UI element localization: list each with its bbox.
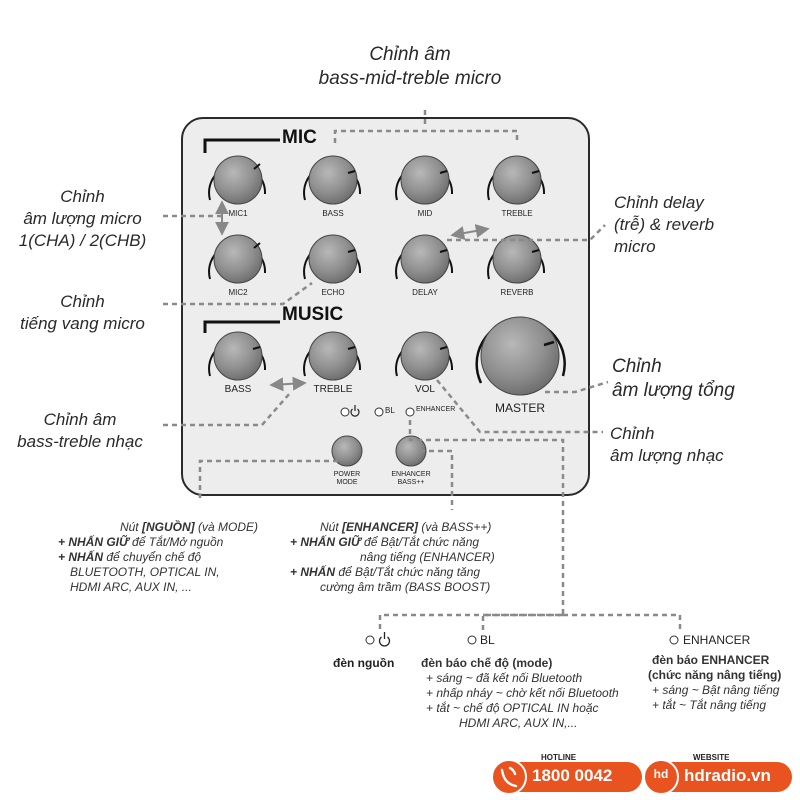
power-icon xyxy=(350,405,360,417)
connector-lines xyxy=(163,110,682,630)
knob-echo[interactable] xyxy=(303,234,362,284)
led-enhancer-indicator xyxy=(405,407,415,417)
knob-music-treble[interactable] xyxy=(303,331,362,381)
callout-music-volume: Chỉnh âm lượng nhạc xyxy=(610,424,724,465)
label-music-bass: BASS xyxy=(224,384,252,395)
label-echo: ECHO xyxy=(321,288,345,297)
label-master: MASTER xyxy=(494,401,545,415)
label-music-vol: VOL xyxy=(414,384,435,395)
enhancer-button-label: ENHANCER BASS++ xyxy=(391,471,431,486)
enhancer-button-note: Nút [ENHANCER] (và BASS++) + NHẤN GIỮ để… xyxy=(290,520,495,594)
knob-mic-bass[interactable] xyxy=(303,155,362,205)
knob-mic-treble[interactable] xyxy=(487,155,546,205)
callout-mic-volume: Chỉnh âm lượng micro 1(CHA) / 2(CHB) xyxy=(18,187,147,250)
hotline-number[interactable]: 1800 0042 xyxy=(532,766,613,785)
mic-section-bracket xyxy=(203,138,280,153)
music-section-bracket xyxy=(203,320,280,333)
label-mic2: MIC2 xyxy=(228,288,248,297)
callout-delay-reverb: Chỉnh delay (trễ) & reverb micro xyxy=(614,193,715,256)
knob-mic-mid[interactable] xyxy=(395,155,454,205)
label-mic-mid: MID xyxy=(417,209,433,218)
label-mic1: MIC1 xyxy=(228,209,248,218)
music-section-title: MUSIC xyxy=(282,304,344,325)
label-delay: DELAY xyxy=(412,288,438,297)
led-bl-indicator xyxy=(374,407,384,417)
power-button-note: Nút [NGUỒN] (và MODE) + NHẤN GIỮ để Tắt/… xyxy=(58,520,258,594)
legend-enhancer-label: ENHANCER xyxy=(683,633,751,647)
knob-mic1[interactable] xyxy=(208,155,267,205)
label-music-treble: TREBLE xyxy=(313,384,353,395)
mic-section-title: MIC xyxy=(282,127,317,148)
enhancer-bass-button[interactable] xyxy=(395,435,427,467)
legend-mode-block: đèn báo chế độ (mode) + sáng ~ đã kết nố… xyxy=(421,656,619,730)
panel-led-bl-label: BL xyxy=(385,406,395,415)
adjust-arrows xyxy=(215,200,490,392)
knob-mic2[interactable] xyxy=(208,234,267,284)
hotline-label: HOTLINE xyxy=(538,753,580,762)
legend-power-title: đèn nguồn xyxy=(333,656,395,670)
power-mode-button[interactable] xyxy=(331,435,363,467)
knob-music-vol[interactable] xyxy=(395,331,454,381)
callout-echo: Chỉnh tiếng vang micro xyxy=(20,292,145,333)
panel-led-enhancer-label: ENHANCER xyxy=(416,406,456,413)
callout-mic-eq: Chỉnh âm bass-mid-treble micro xyxy=(318,44,502,89)
legend-enhancer-block: đèn báo ENHANCER (chức năng nâng tiếng) … xyxy=(648,653,782,712)
hd-logo-icon: hd xyxy=(653,767,669,781)
power-button-label: POWER MODE xyxy=(333,471,361,486)
website-badge-bg xyxy=(643,759,792,795)
label-mic-treble: TREBLE xyxy=(501,209,533,218)
phone-icon xyxy=(500,766,518,788)
callout-master: Chỉnh âm lượng tổng xyxy=(612,356,735,401)
legend-bl-label: BL xyxy=(480,633,495,647)
label-mic-bass: BASS xyxy=(322,209,344,218)
label-reverb: REVERB xyxy=(500,288,534,297)
knob-delay[interactable] xyxy=(395,234,454,284)
knob-master[interactable] xyxy=(475,316,566,396)
website-link[interactable]: hdradio.vn xyxy=(684,766,771,785)
led-power-indicator xyxy=(340,407,350,417)
knob-music-bass[interactable] xyxy=(208,331,267,381)
hotline-badge-bg xyxy=(491,759,642,795)
callout-music-bass-treble: Chỉnh âm bass-treble nhạc xyxy=(17,410,143,451)
website-label: WEBSITE xyxy=(690,753,733,762)
knob-reverb[interactable] xyxy=(487,234,546,284)
